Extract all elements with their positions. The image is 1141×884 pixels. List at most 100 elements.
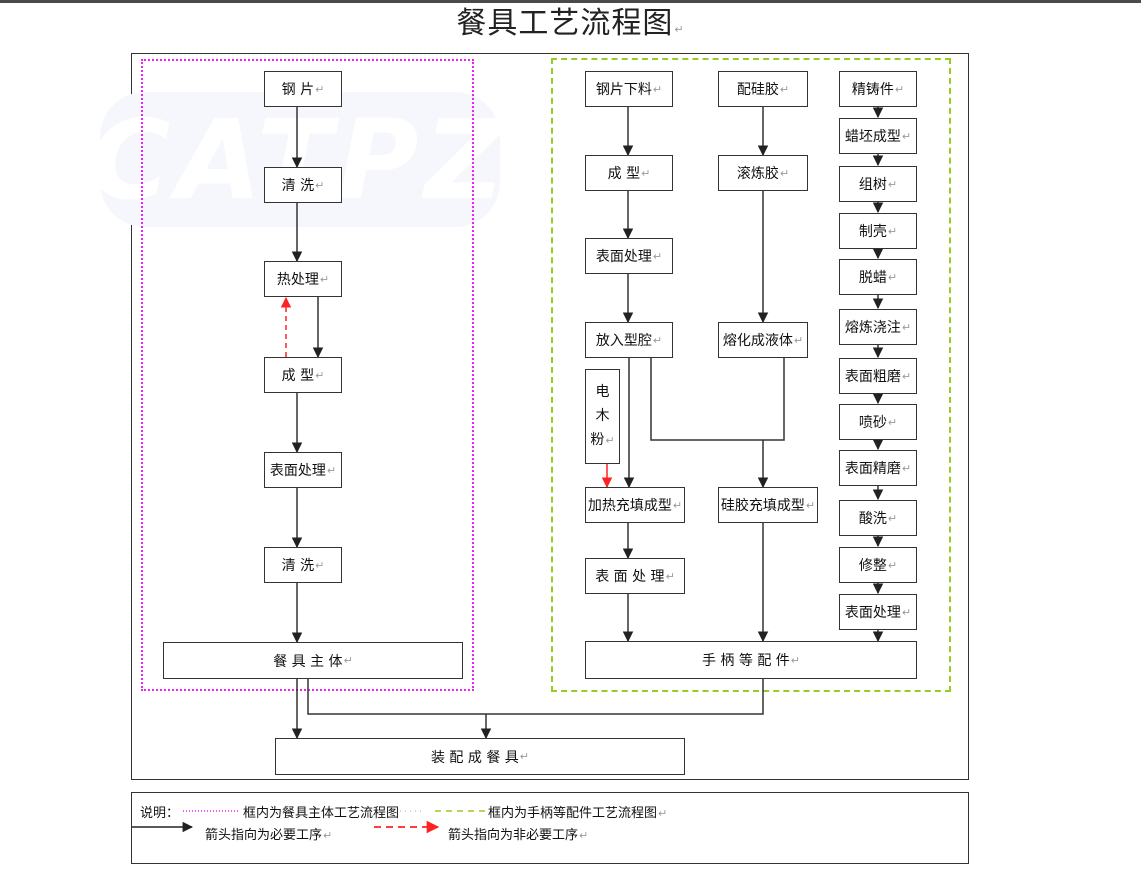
step-label: 木	[595, 408, 610, 424]
step-label: 表面处理	[844, 605, 901, 621]
paragraph-mark: ↵	[315, 82, 325, 96]
step-label: 清 洗	[281, 558, 315, 574]
step-label: 餐 具 主 体	[273, 653, 343, 670]
paragraph-mark: ↵	[658, 807, 668, 820]
step-label: 装 配 成 餐 具	[430, 749, 519, 766]
step-label: 硅胶充填成型	[720, 498, 805, 514]
step-label: 钢片下料	[595, 82, 652, 98]
step-label: 粉	[590, 432, 605, 448]
step-smelt-pour: 熔炼浇注↵	[839, 309, 917, 345]
step-label: 修整	[858, 558, 887, 574]
step-label: 钢 片	[281, 82, 315, 98]
step-tree-assembly: 组树↵	[839, 166, 917, 202]
assemble-tableware: 装 配 成 餐 具↵	[275, 738, 685, 775]
step-silicone-fill-forming: 硅胶充填成型↵	[718, 487, 818, 523]
step-shell-making: 制壳↵	[839, 213, 917, 249]
paragraph-mark: ↵	[887, 224, 898, 238]
step-label: 表面精磨	[844, 461, 901, 477]
accessory-zone	[551, 58, 951, 692]
legend-box	[131, 792, 969, 864]
step-trimming: 修整↵	[839, 547, 917, 583]
step-label: 成 型	[281, 368, 315, 384]
step-clean-2: 清 洗↵	[264, 547, 342, 583]
paragraph-mark: ↵	[579, 829, 589, 842]
paragraph-mark: ↵	[887, 270, 898, 284]
step-forming: 成 型↵	[264, 357, 342, 393]
step-label: 手 柄 等 配 件	[701, 653, 790, 669]
step-label: 电	[595, 384, 610, 400]
step-roll-silicone: 滚炼胶↵	[718, 155, 808, 191]
step-label: 蜡坯成型	[844, 129, 901, 145]
paragraph-mark: ↵	[790, 653, 801, 667]
step-label: 组树	[858, 177, 887, 193]
paragraph-mark: ↵	[315, 368, 325, 382]
paragraph-mark: ↵	[805, 498, 816, 512]
step-wax-forming: 蜡坯成型↵	[839, 118, 917, 154]
paragraph-mark: ↵	[672, 498, 683, 512]
step-steel-blanking: 钢片下料↵	[585, 71, 673, 107]
window-top-bar	[0, 0, 1141, 3]
step-label: 表 面 处 理	[595, 569, 665, 585]
paragraph-mark: ↵	[519, 750, 530, 763]
step-label: 表面处理	[269, 463, 326, 479]
step-mix-silicone: 配硅胶↵	[718, 71, 808, 107]
wood-powder-box: 电 木 粉↵	[585, 369, 620, 464]
step-label: 放入型腔	[595, 333, 652, 349]
paragraph-mark: ↵	[652, 333, 663, 347]
title-text: 餐具工艺流程图	[456, 6, 674, 41]
paragraph-mark: ↵	[887, 415, 898, 429]
step-label: 配硅胶	[736, 82, 779, 98]
step-label: 粉↵	[590, 428, 614, 453]
paragraph-mark: ↵	[901, 320, 912, 334]
step-sandblast: 喷砂↵	[839, 404, 917, 440]
paragraph-mark: ↵	[887, 558, 898, 572]
paragraph-mark: ↵	[901, 605, 912, 619]
step-pickling: 酸洗↵	[839, 500, 917, 536]
paragraph-mark: ↵	[315, 178, 325, 192]
step-label: 加热充填成型	[587, 498, 672, 514]
step-label: 清 洗	[281, 178, 315, 194]
step-heat-fill-forming: 加热充填成型↵	[585, 487, 685, 523]
step-melt-liquid: 熔化成液体↵	[718, 322, 808, 358]
step-precision-casting: 精铸件↵	[839, 71, 917, 107]
step-label: 熔化成液体	[722, 333, 793, 349]
legend-accessory-zone-label: 框内为手柄等配件工艺流程图↵	[488, 806, 668, 821]
legend-optional-label: 箭头指向为非必要工序↵	[448, 828, 589, 843]
paragraph-mark: ↵	[779, 166, 790, 180]
paragraph-mark: ↵	[901, 369, 912, 383]
paragraph-mark: ↵	[674, 23, 685, 36]
step-acc-surface: 表面处理↵	[585, 238, 673, 274]
step-label: 表面处理	[595, 249, 652, 265]
step-label: 脱蜡	[858, 270, 887, 286]
paragraph-mark: ↵	[315, 558, 325, 572]
step-label: 酸洗	[858, 511, 887, 527]
step-label: 表面粗磨	[844, 369, 901, 385]
diagram-frame	[131, 53, 969, 780]
paragraph-mark: ↵	[652, 249, 663, 263]
step-acc-forming: 成 型↵	[585, 155, 673, 191]
merge-line	[307, 679, 764, 715]
paragraph-mark: ↵	[326, 463, 337, 477]
paragraph-mark: ↵	[319, 272, 330, 286]
step-surface-treatment: 表面处理↵	[264, 452, 342, 488]
paragraph-mark: ↵	[887, 511, 898, 525]
step-label: 滚炼胶	[736, 166, 779, 182]
step-place-in-cavity: 放入型腔↵	[585, 322, 673, 358]
paragraph-mark: ↵	[323, 829, 333, 842]
step-label: 热处理	[276, 272, 319, 288]
paragraph-mark: ↵	[605, 434, 615, 447]
step-label: 精铸件	[851, 82, 894, 98]
legend-heading: 说明：	[140, 806, 180, 821]
step-rough-grind: 表面粗磨↵	[839, 358, 917, 394]
step-fine-grind: 表面精磨↵	[839, 450, 917, 486]
paragraph-mark: ↵	[652, 82, 663, 96]
step-clean-1: 清 洗↵	[264, 167, 342, 203]
paragraph-mark: ↵	[901, 129, 912, 143]
paragraph-mark: ↵	[901, 461, 912, 475]
cavity-to-silicone-line	[650, 358, 785, 441]
step-dewaxing: 脱蜡↵	[839, 259, 917, 295]
paragraph-mark: ↵	[793, 333, 804, 347]
legend-required-label: 箭头指向为必要工序↵	[205, 828, 333, 843]
paragraph-mark: ↵	[779, 82, 790, 96]
